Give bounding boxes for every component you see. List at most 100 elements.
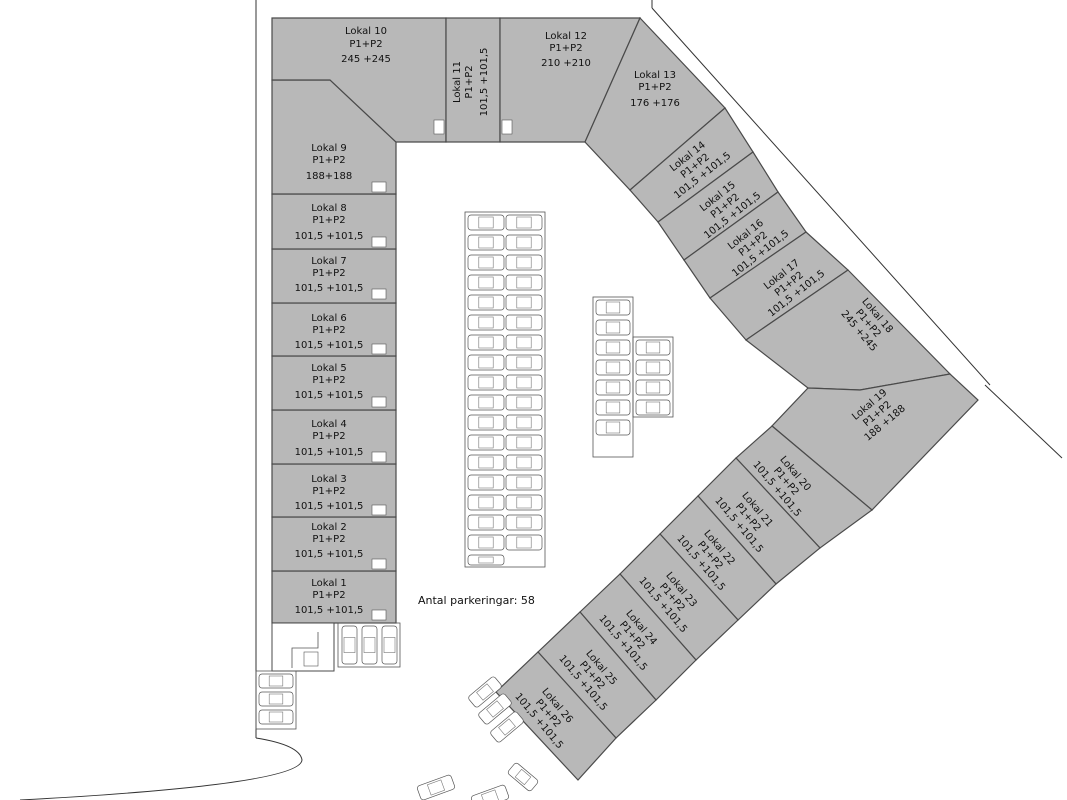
unit-area: 101,5 +101,5 <box>479 48 490 117</box>
parked-car <box>505 534 543 551</box>
parked-car <box>467 334 505 351</box>
unit-type: P1+P2 <box>312 375 345 386</box>
parked-car <box>505 334 543 351</box>
parking-count-label: Antal parkeringar: 58 <box>418 594 535 607</box>
unit-type: P1+P2 <box>312 534 345 545</box>
unit-name: Lokal 4 <box>311 419 347 430</box>
parked-car <box>595 319 631 336</box>
stairwell-corner <box>271 622 335 672</box>
unit-name: Lokal 3 <box>311 474 347 485</box>
unit-name: Lokal 1 <box>311 578 347 589</box>
parked-car <box>467 554 505 566</box>
parked-car <box>258 673 294 689</box>
unit-type: P1+P2 <box>349 39 382 50</box>
parked-car <box>490 711 524 743</box>
stairs-layer <box>371 119 513 621</box>
parked-car <box>467 434 505 451</box>
unit-type: P1+P2 <box>312 268 345 279</box>
unit-name: Lokal 13 <box>634 70 676 81</box>
parked-car <box>258 691 294 707</box>
unit-type: P1+P2 <box>312 155 345 166</box>
unit-lokal-26[interactable]: Lokal 26 P1+P2 101,5 +101,5 <box>495 651 617 781</box>
parked-car <box>595 299 631 316</box>
unit-area: 176 +176 <box>630 98 680 109</box>
parked-car <box>468 676 502 708</box>
unit-type: P1+P2 <box>464 65 475 98</box>
unit-name: Lokal 12 <box>545 31 587 42</box>
parked-car <box>635 359 671 376</box>
parked-car <box>505 354 543 371</box>
unit-type: P1+P2 <box>312 590 345 601</box>
units-layer: Lokal 1 P1+P2 101,5 +101,5 Lokal 2 P1+P2… <box>271 16 979 781</box>
parked-car <box>467 294 505 311</box>
unit-lokal-2[interactable]: Lokal 2 P1+P2 101,5 +101,5 <box>271 516 397 572</box>
unit-name: Lokal 6 <box>311 313 347 324</box>
parked-car <box>635 399 671 416</box>
unit-type: P1+P2 <box>549 43 582 54</box>
parked-car <box>478 693 512 725</box>
parking-bay-frame <box>255 670 297 730</box>
parked-car <box>505 414 543 431</box>
unit-type: P1+P2 <box>312 486 345 497</box>
parked-car <box>505 494 543 511</box>
parked-car <box>635 339 671 356</box>
unit-name: Lokal 9 <box>311 143 347 154</box>
parked-car <box>467 454 505 471</box>
parked-car <box>467 214 505 231</box>
parked-car <box>505 514 543 531</box>
parked-car <box>595 339 631 356</box>
parked-car <box>381 625 398 665</box>
parked-car <box>505 394 543 411</box>
parked-car <box>467 314 505 331</box>
parked-car <box>258 709 294 725</box>
unit-lokal-8[interactable]: Lokal 8 P1+P2 101,5 +101,5 <box>271 193 397 250</box>
parking-bay-frame <box>464 211 546 568</box>
unit-area: 101,5 +101,5 <box>295 605 364 616</box>
unit-name: Lokal 5 <box>311 363 347 374</box>
parking-bay-frame <box>632 336 674 418</box>
unit-type: P1+P2 <box>312 431 345 442</box>
unit-lokal-11[interactable]: Lokal 11 P1+P2 101,5 +101,5 <box>445 17 501 143</box>
parked-car <box>467 394 505 411</box>
parked-car <box>505 434 543 451</box>
parked-car <box>505 374 543 391</box>
unit-area: 101,5 +101,5 <box>295 340 364 351</box>
parked-car <box>417 774 455 800</box>
parked-car <box>467 254 505 271</box>
parked-car <box>467 234 505 251</box>
unit-name: Lokal 10 <box>345 26 387 37</box>
unit-area: 101,5 +101,5 <box>295 501 364 512</box>
unit-type: P1+P2 <box>312 215 345 226</box>
unit-lokal-9[interactable]: Lokal 9 P1+P2 188+188 <box>271 79 397 195</box>
parked-car <box>467 494 505 511</box>
unit-area: 245 +245 <box>341 54 391 65</box>
parked-car <box>595 379 631 396</box>
parked-car <box>595 419 631 436</box>
parked-car <box>505 294 543 311</box>
unit-name: Lokal 7 <box>311 256 347 267</box>
parked-car <box>505 254 543 271</box>
unit-type: P1+P2 <box>312 325 345 336</box>
parked-car <box>467 474 505 491</box>
parked-car <box>635 379 671 396</box>
unit-area: 210 +210 <box>541 58 591 69</box>
unit-name: Lokal 11 <box>452 61 463 103</box>
parked-car <box>467 534 505 551</box>
parked-car <box>361 625 378 665</box>
parked-car <box>467 274 505 291</box>
unit-area: 188+188 <box>306 171 353 182</box>
parked-car <box>467 514 505 531</box>
parked-car <box>467 414 505 431</box>
unit-name: Lokal 2 <box>311 522 347 533</box>
unit-type: P1+P2 <box>638 82 671 93</box>
parked-car <box>505 474 543 491</box>
parked-car <box>505 274 543 291</box>
parked-car <box>471 784 509 800</box>
unit-area: 101,5 +101,5 <box>295 447 364 458</box>
parked-car <box>467 354 505 371</box>
parked-car <box>467 374 505 391</box>
parking-cars-layer <box>255 211 674 800</box>
parked-car <box>595 359 631 376</box>
unit-area: 101,5 +101,5 <box>295 549 364 560</box>
